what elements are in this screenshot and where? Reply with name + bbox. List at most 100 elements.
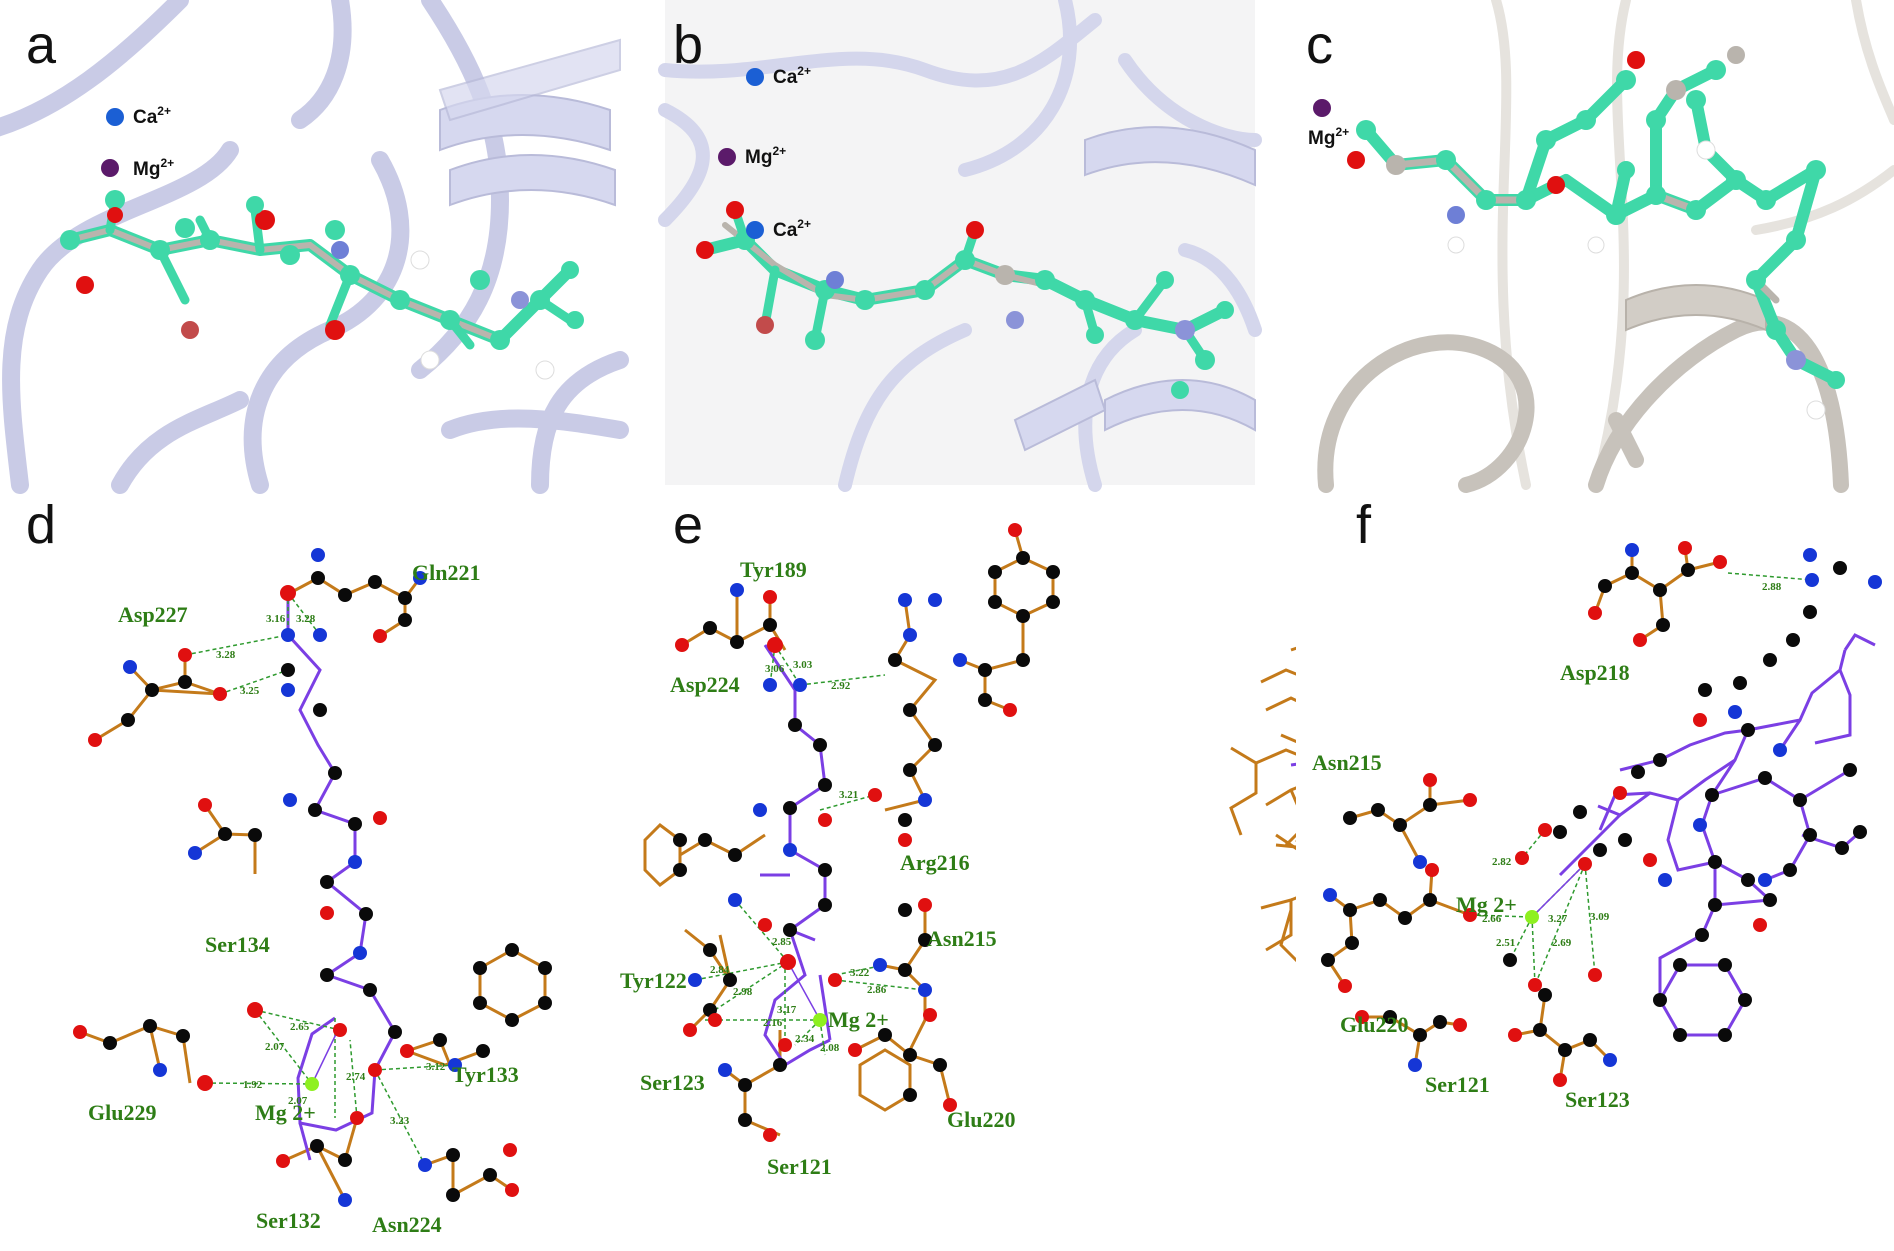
distance-label: 2.07 [288, 1095, 308, 1107]
distance-label: 2.66 [1482, 913, 1502, 925]
residue-label: Asp218 [1560, 660, 1630, 685]
residue-label: Tyr122 [620, 968, 687, 993]
panel-e-ligand-bonds [760, 644, 832, 1068]
panel-b-3d-view: Ca2+ Mg2+ Ca2+ b [658, 0, 1262, 492]
panel-b-ribbon-scene: Ca2+ Mg2+ Ca2+ [658, 0, 1262, 492]
panel-d-ligand-bonds [286, 593, 397, 1161]
panel-b-ligand-atoms [696, 201, 1234, 399]
residue-label: Asp224 [670, 672, 740, 697]
protein-ribbon-dark [1317, 314, 1849, 493]
protein-helix [1625, 284, 1767, 332]
panel-a-ribbon-scene: Ca2+ Mg2+ [0, 0, 629, 494]
distance-label: 3.16 [266, 613, 286, 625]
residue-label: Tyr189 [740, 557, 807, 582]
panel-a-ligand-atoms [60, 190, 584, 380]
distance-label: 2.92 [831, 680, 851, 692]
svg-text:Ca2+: Ca2+ [133, 104, 171, 128]
residue-label: Ser121 [1425, 1072, 1490, 1097]
panel-letter-a: a [26, 15, 57, 75]
svg-text:Mg2+: Mg2+ [1308, 125, 1349, 149]
svg-text:Ca2+: Ca2+ [773, 64, 811, 88]
panel-a-3d-view: Ca2+ Mg2+ a [0, 0, 629, 494]
residue-label: Ser134 [205, 932, 270, 957]
residue-label: Ser123 [640, 1070, 705, 1095]
distance-label: 2.88 [1762, 581, 1782, 593]
distance-label: 2.34 [795, 1033, 815, 1045]
panel-e-hbonds [694, 644, 926, 1056]
panel-d-atoms [73, 548, 552, 1207]
panel-e-mg-coordination [787, 961, 821, 1021]
distance-label: 2.82 [1492, 856, 1512, 868]
distance-label: 2.85 [772, 936, 792, 948]
panel-letter-c: c [1306, 15, 1333, 75]
distance-label: 2.08 [820, 1042, 840, 1054]
residue-label: Ser121 [767, 1154, 832, 1179]
distance-label: 2.65 [290, 1021, 310, 1033]
residue-label: Asn215 [1312, 750, 1382, 775]
distance-label: 3.22 [850, 967, 870, 979]
distance-label: 3.17 [777, 1004, 797, 1016]
svg-text:Mg2+: Mg2+ [745, 144, 786, 168]
panel-letter-d: d [26, 495, 57, 555]
panel-d-interaction-diagram: Gln221 Asp227 Ser134 Glu229 Mg 2+ Ser132… [0, 498, 620, 1251]
panel-b-ion-ca-bottom: Ca2+ [746, 217, 811, 241]
residue-label: Mg 2+ [1456, 892, 1517, 917]
residue-label: Tyr133 [452, 1062, 519, 1087]
panel-letter-b: b [673, 15, 704, 75]
svg-text:Ca2+: Ca2+ [773, 217, 811, 241]
panel-d-diagram: Gln221 Asp227 Ser134 Glu229 Mg 2+ Ser132… [73, 548, 552, 1237]
panel-f-mg-coordination-render [1531, 863, 1586, 918]
panel-f-ligand-bonds-render [1558, 633, 1876, 1037]
panel-f-atoms-render [1321, 541, 1882, 1087]
panel-a-ion-mg: Mg2+ [101, 156, 174, 180]
panel-c-ligand-atoms [1347, 46, 1845, 420]
panel-d-hbonds [184, 592, 456, 1166]
distance-label: 3.21 [839, 789, 858, 801]
residue-label: Asn224 [372, 1212, 442, 1237]
panel-e-atoms [673, 523, 1060, 1142]
distance-label: 3.23 [390, 1115, 410, 1127]
residue-label: Mg 2+ [828, 1007, 889, 1032]
distance-label: 3.28 [296, 613, 316, 625]
panel-b-ion-mg: Mg2+ [718, 144, 786, 168]
panel-c-ribbon-scene: Mg2+ [1308, 0, 1894, 493]
distance-label: 2.51 [1496, 937, 1515, 949]
panel-c-ion-mg: Mg2+ [1308, 99, 1349, 149]
distance-label: 2.86 [867, 984, 887, 996]
panel-letter-f: f [1356, 495, 1372, 555]
distance-label: 2.98 [733, 986, 753, 998]
distance-label: 3.03 [793, 659, 813, 671]
panel-e-interaction-diagram: Tyr189 Asp224 Arg216 Asn215 Tyr122 Ser12… [620, 498, 1275, 1251]
distance-label: 3.06 [765, 663, 785, 675]
residue-label: Gln221 [412, 560, 480, 585]
residue-label: Asp227 [118, 602, 188, 627]
protein-helix [438, 38, 621, 207]
distance-label: 2.74 [346, 1071, 366, 1083]
svg-text:Mg2+: Mg2+ [133, 156, 174, 180]
residue-label: Glu220 [1340, 1012, 1408, 1037]
panel-f-diagram-render: Asp218 Asn215 Glu220 Mg 2+ Ser121 Ser123… [1296, 510, 1894, 1251]
panel-e-residue-bonds [643, 529, 1055, 1137]
distance-label: 3.25 [240, 685, 260, 697]
panel-c-3d-view: Mg2+ c [1296, 0, 1894, 493]
panel-e-diagram: Tyr189 Asp224 Arg216 Asn215 Tyr122 Ser12… [620, 523, 1060, 1179]
residue-label: Glu220 [947, 1107, 1015, 1132]
distance-label: 2.07 [265, 1041, 285, 1053]
distance-label: 3.12 [426, 1061, 446, 1073]
panel-a-ion-ca: Ca2+ [106, 104, 171, 128]
distance-label: 1.92 [243, 1079, 263, 1091]
residue-label: Mg 2+ [255, 1100, 316, 1125]
residue-label: Ser123 [1565, 1087, 1630, 1112]
distance-label: 2.16 [763, 1017, 783, 1029]
residue-label: Arg216 [900, 850, 970, 875]
residue-label: Glu229 [88, 1100, 156, 1125]
residue-label: Ser132 [256, 1208, 321, 1233]
panel-letter-e: e [673, 495, 704, 555]
panel-d-mg-coordination [311, 1029, 339, 1085]
distance-label: 2.84 [710, 964, 730, 976]
residue-label: Asn215 [927, 926, 997, 951]
distance-label: 3.27 [1548, 913, 1568, 925]
distance-label: 2.69 [1552, 937, 1572, 949]
panel-b-ion-ca-top: Ca2+ [746, 64, 811, 88]
panel-f-interaction-diagram: Asp218 Asn215 Glu220 Mg 2+ Ser121 Ser123… [1229, 498, 1894, 1251]
